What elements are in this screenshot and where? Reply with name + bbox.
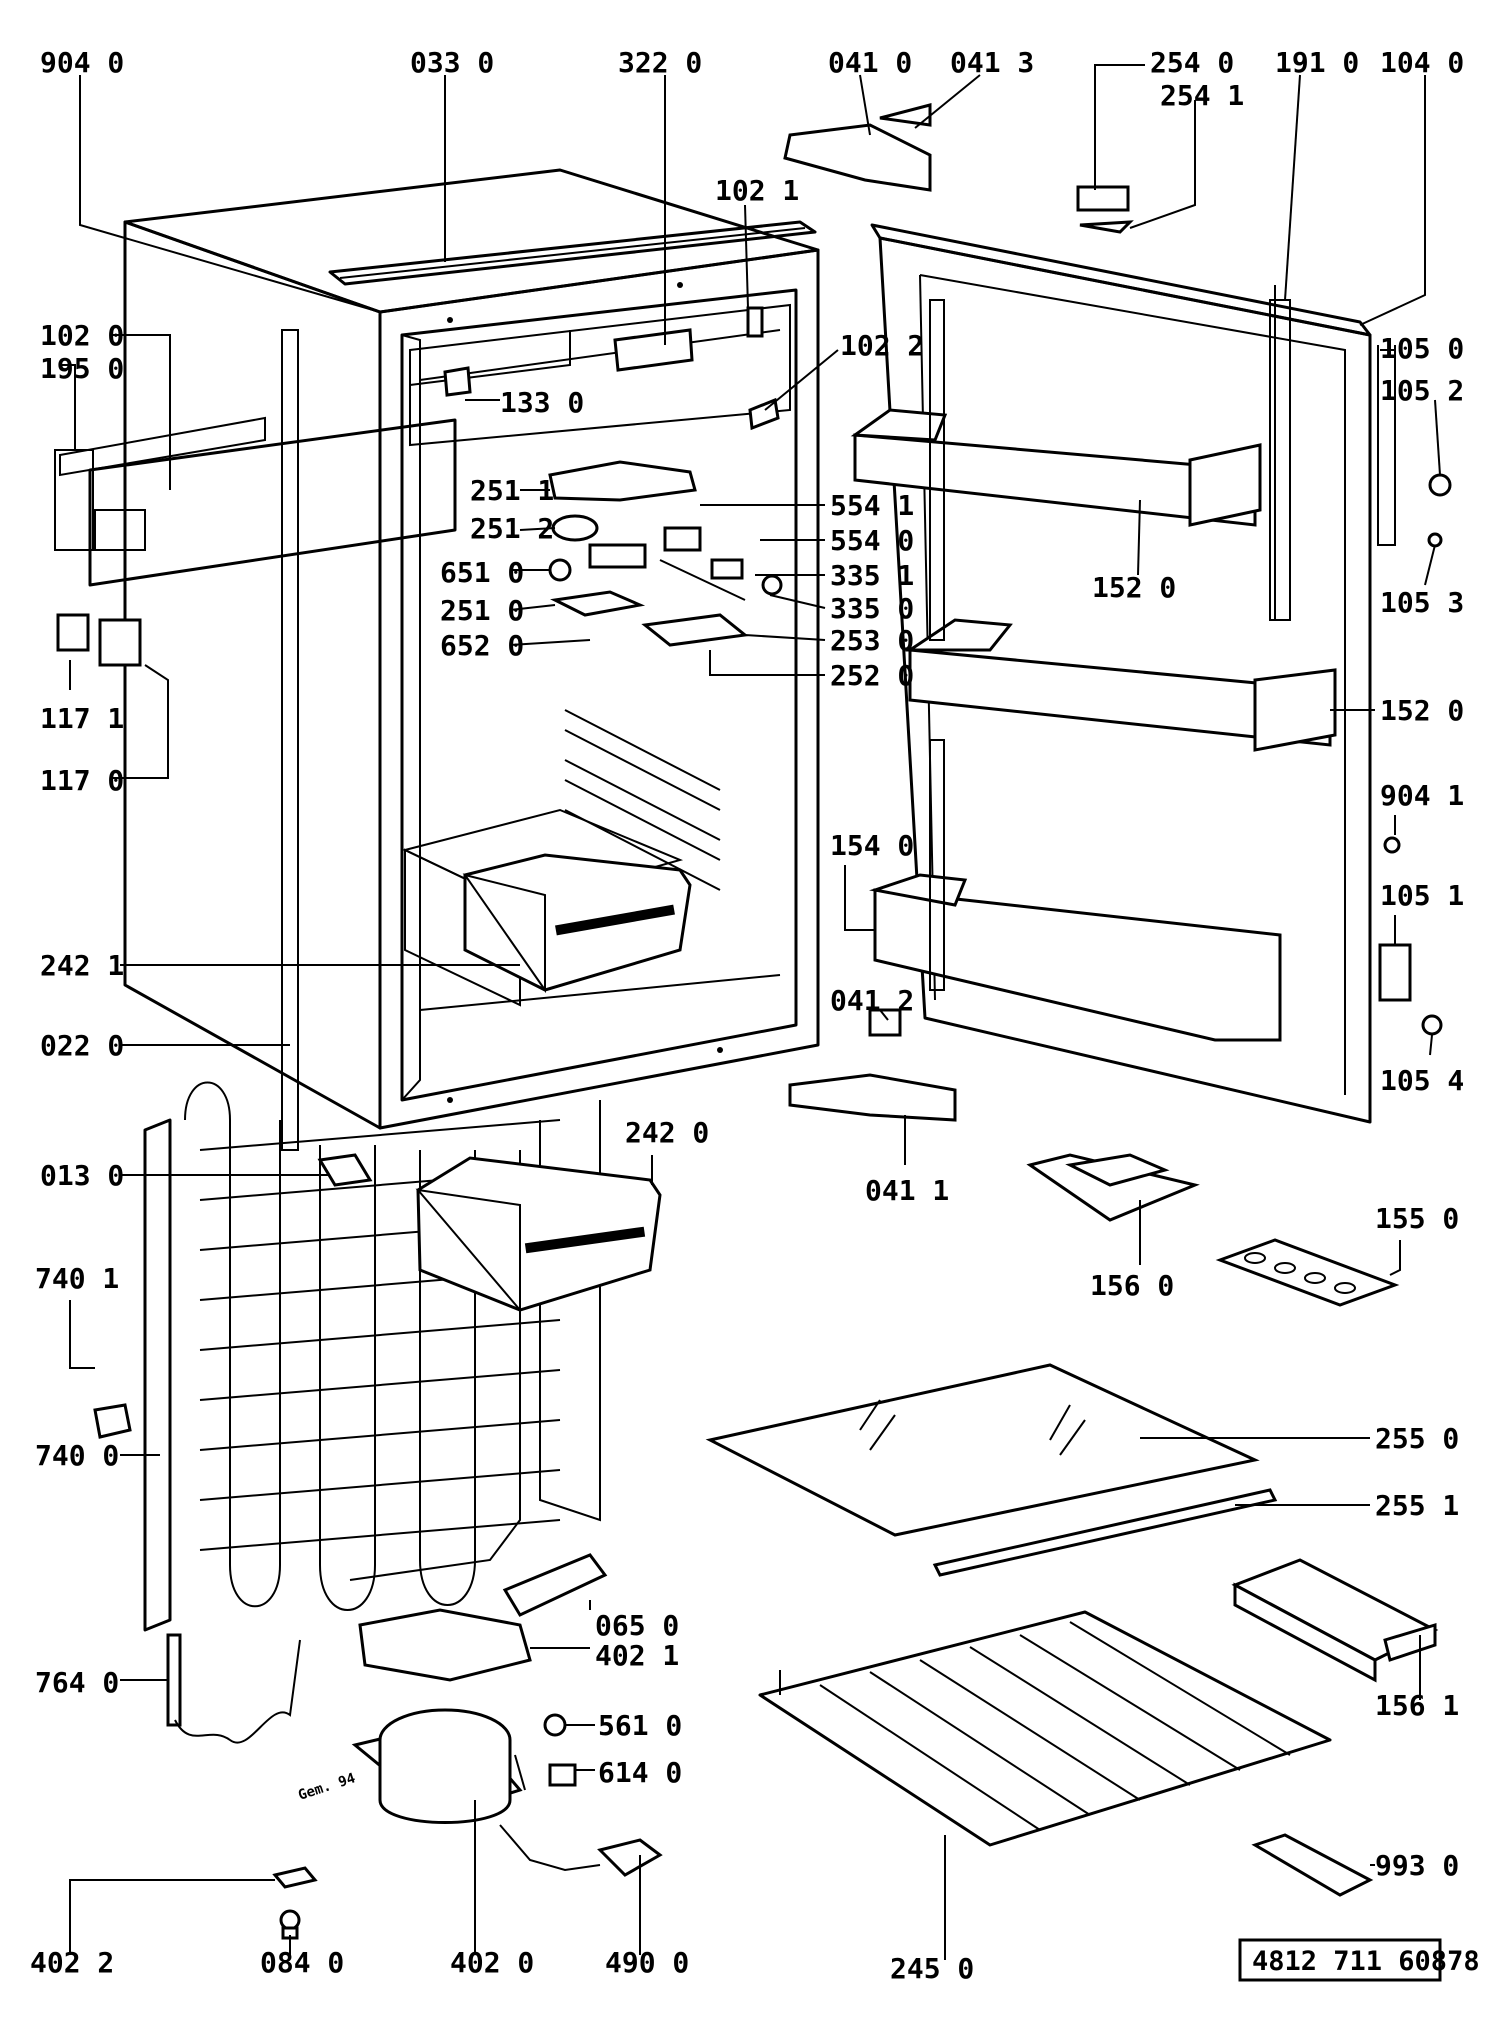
- label-490-0: 490 0: [605, 1946, 689, 1979]
- label-022-0: 022 0: [40, 1029, 124, 1062]
- label-155-0: 155 0: [1375, 1202, 1459, 1235]
- label-614-0: 614 0: [598, 1756, 682, 1789]
- compressor-mount-bracket: [358, 1608, 532, 1682]
- label-255-1: 255 1: [1375, 1489, 1459, 1522]
- egg-tray-155-0: [1215, 1238, 1400, 1307]
- label-554-1: 554 1: [830, 489, 914, 522]
- label-117-1: 117 1: [40, 702, 124, 735]
- scraper-993-0: [1251, 1833, 1374, 1897]
- label-322-0: 322 0: [618, 46, 702, 79]
- label-764-0: 764 0: [35, 1666, 119, 1699]
- refrigerator-cabinet: [123, 168, 820, 1151]
- label-242-0: 242 0: [625, 1116, 709, 1149]
- label-102-1: 102 1: [715, 174, 799, 207]
- stamp-text: Gem. 94: [296, 1770, 357, 1803]
- label-152-0-top: 152 0: [1092, 571, 1176, 604]
- label-105-2: 105 2: [1380, 374, 1464, 407]
- butter-dish-156-0: [1026, 1153, 1200, 1222]
- label-191-0: 191 0: [1275, 46, 1359, 79]
- small-parts-bottom-left: [93, 1403, 318, 1940]
- control-panel-housing: [54, 416, 457, 587]
- condenser-coil: [143, 1081, 601, 1632]
- hinge-top: [783, 103, 932, 192]
- label-013-0: 013 0: [40, 1159, 124, 1192]
- glass-shelf-255-0: [705, 1363, 1260, 1537]
- label-652-0: 652 0: [440, 629, 524, 662]
- document-number: 4812 711 60878: [1252, 1946, 1480, 1977]
- crisper-drawer-242-1: [462, 853, 692, 994]
- label-041-1: 041 1: [865, 1174, 949, 1207]
- label-251-0: 251 0: [440, 594, 524, 627]
- document-number-box: 4812 711 60878: [1238, 1938, 1480, 1982]
- label-152-0-middle: 152 0: [1380, 694, 1464, 727]
- label-740-0: 740 0: [35, 1439, 119, 1472]
- label-254-0: 254 0: [1150, 46, 1234, 79]
- label-105-0: 105 0: [1380, 332, 1464, 365]
- label-402-1: 402 1: [595, 1639, 679, 1672]
- label-242-1: 242 1: [40, 949, 124, 982]
- label-065-0: 065 0: [595, 1609, 679, 1642]
- label-102-0: 102 0: [40, 319, 124, 352]
- label-084-0: 084 0: [260, 1946, 344, 1979]
- label-156-0: 156 0: [1090, 1269, 1174, 1302]
- label-335-0: 335 0: [830, 592, 914, 625]
- drier-filter: [502, 1553, 608, 1617]
- wire-shelf-245-0: [758, 1610, 1332, 1847]
- label-105-4: 105 4: [1380, 1064, 1464, 1097]
- label-102-2: 102 2: [840, 329, 924, 362]
- refrigerator-door: [850, 223, 1372, 1124]
- compressor: [351, 1708, 663, 1877]
- label-104-0: 104 0: [1380, 46, 1464, 79]
- label-254-1: 254 1: [1160, 79, 1244, 112]
- label-156-1: 156 1: [1375, 1689, 1459, 1722]
- label-255-0: 255 0: [1375, 1422, 1459, 1455]
- shelf-trim-255-1: [932, 1488, 1278, 1577]
- crisper-drawer-242-0: [415, 1156, 662, 1313]
- label-251-1: 251 1: [470, 474, 554, 507]
- label-251-2: 251 2: [470, 512, 554, 545]
- label-195-0: 195 0: [40, 352, 124, 385]
- label-253-0: 253 0: [830, 624, 914, 657]
- label-904-1: 904 1: [1380, 779, 1464, 812]
- label-133-0: 133 0: [500, 386, 584, 419]
- bracket-117: [56, 613, 142, 667]
- label-033-0: 033 0: [410, 46, 494, 79]
- thermostat-lamp-assembly: [443, 306, 783, 647]
- label-041-3: 041 3: [950, 46, 1034, 79]
- label-402-2: 402 2: [30, 1946, 114, 1979]
- label-154-0: 154 0: [830, 829, 914, 862]
- ice-tray-156-1: [1231, 1558, 1439, 1683]
- label-335-1: 335 1: [830, 559, 914, 592]
- label-561-0: 561 0: [598, 1709, 682, 1742]
- label-117-0: 117 0: [40, 764, 124, 797]
- label-252-0: 252 0: [830, 659, 914, 692]
- label-105-1: 105 1: [1380, 879, 1464, 912]
- capillary-tube: [166, 1633, 301, 1744]
- label-041-0: 041 0: [828, 46, 912, 79]
- door-handle-parts: [1076, 185, 1452, 1036]
- label-105-3: 105 3: [1380, 586, 1464, 619]
- label-402-0: 402 0: [450, 1946, 534, 1979]
- hinge-bottom: [788, 1008, 957, 1122]
- leader-lines: [60, 64, 1441, 1960]
- label-554-0: 554 0: [830, 524, 914, 557]
- label-740-1: 740 1: [35, 1262, 119, 1295]
- label-651-0: 651 0: [440, 556, 524, 589]
- label-245-0: 245 0: [890, 1952, 974, 1985]
- label-993-0: 993 0: [1375, 1849, 1459, 1882]
- label-041-2: 041 2: [830, 984, 914, 1017]
- label-904-0: 904 0: [40, 46, 124, 79]
